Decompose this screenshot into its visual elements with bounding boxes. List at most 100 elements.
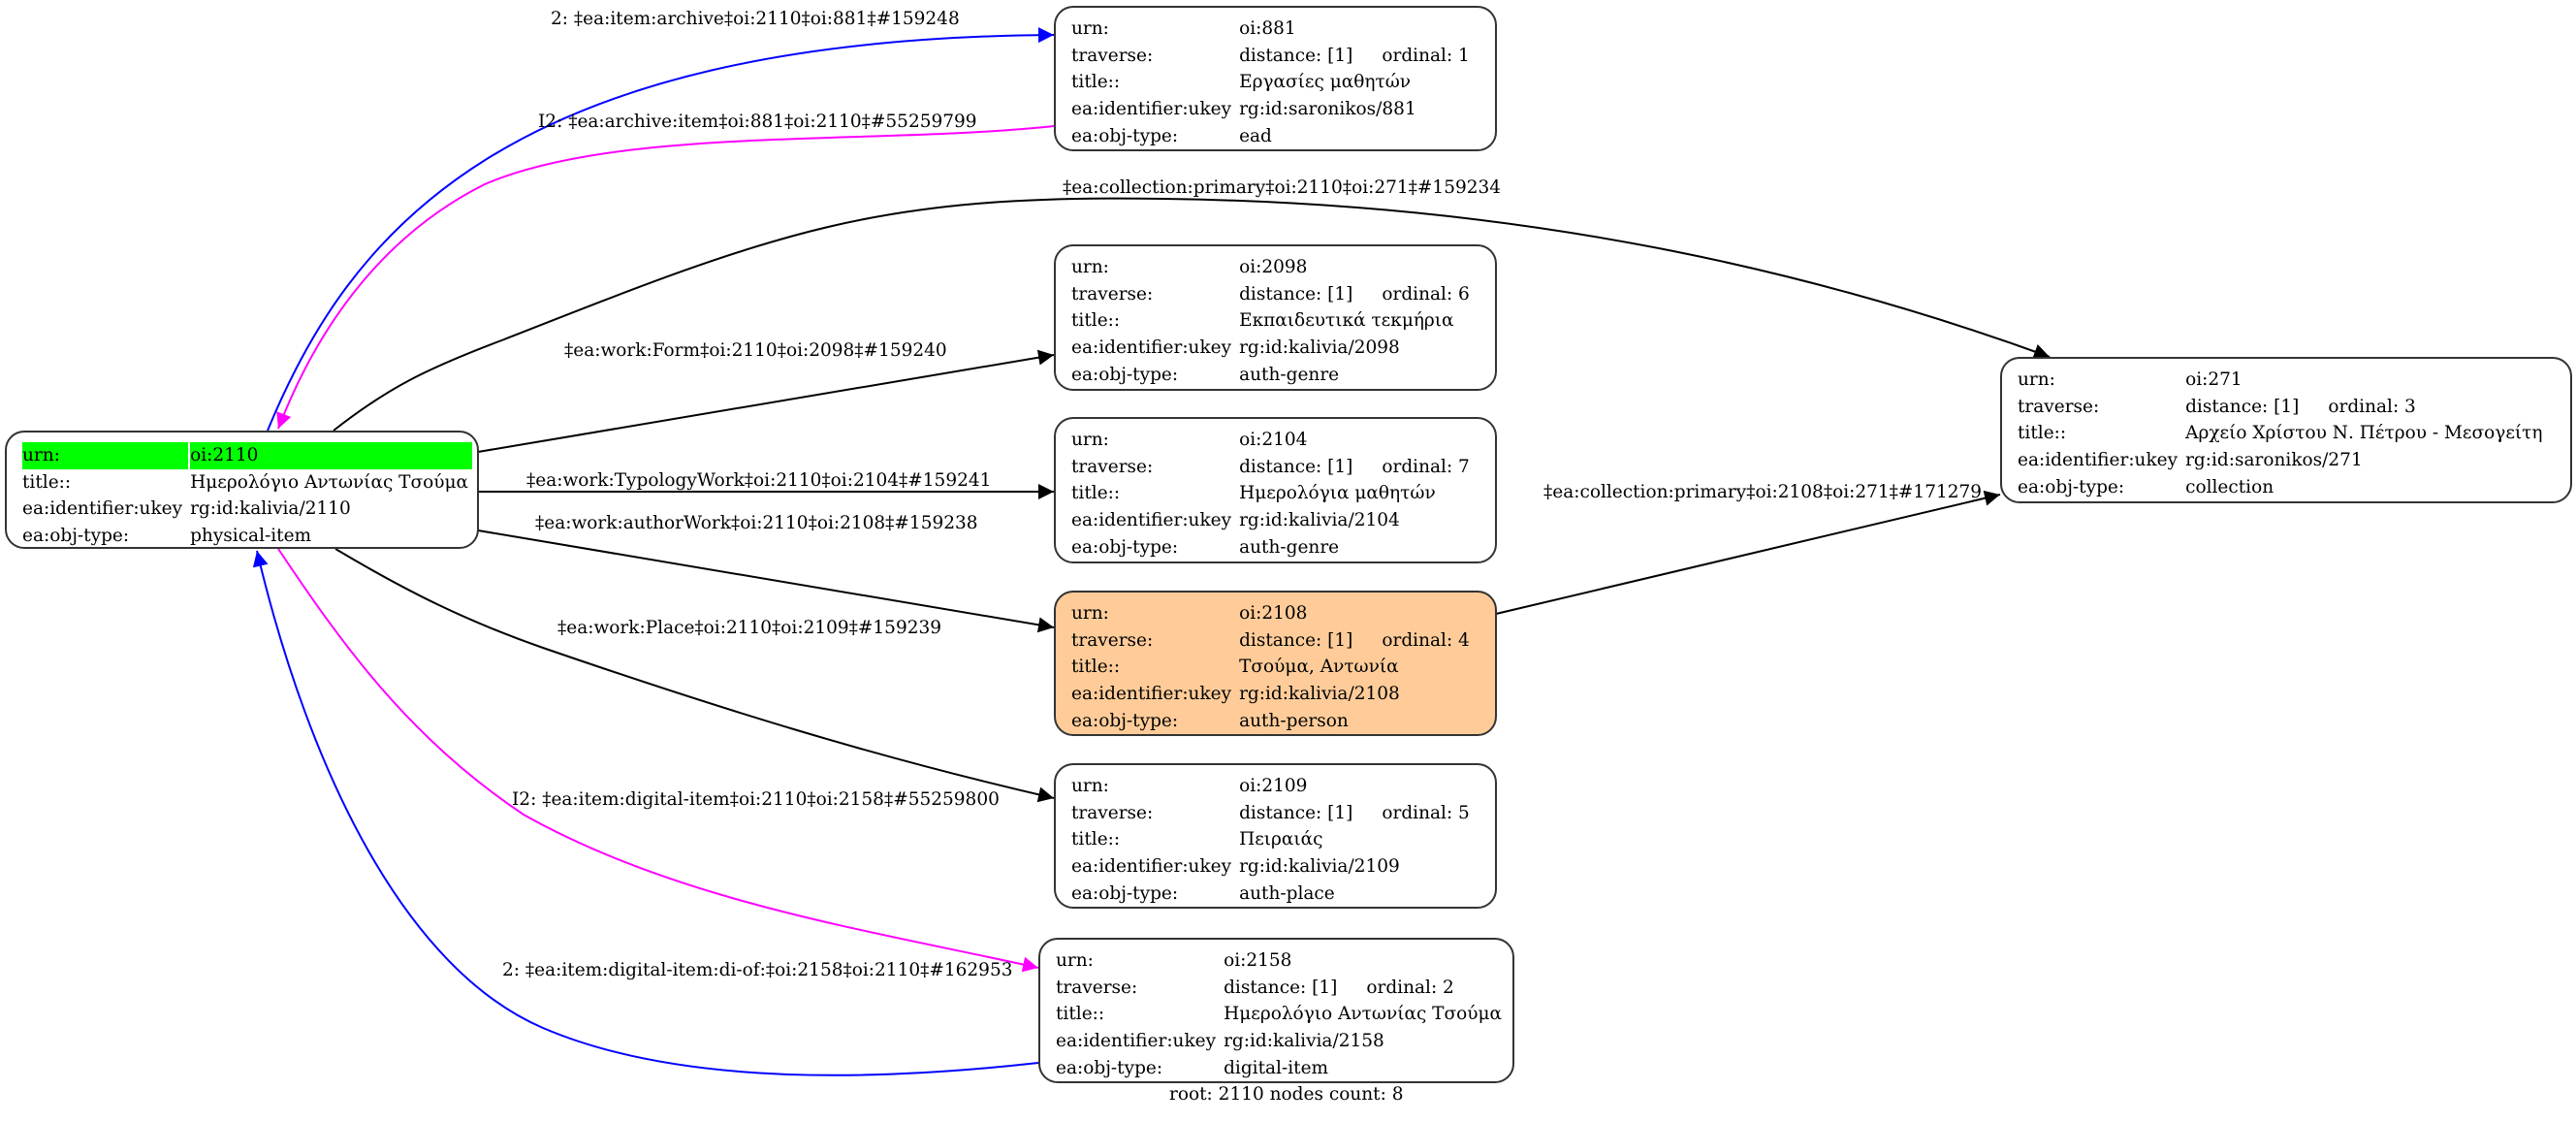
row-label-objtype: ea:obj-type: — [1071, 364, 1179, 385]
node-ukey: rg:id:kalivia/2104 — [1239, 510, 1400, 531]
node-title: Ημερολόγιο Αντωνίας Τσούμα — [1224, 1004, 1503, 1025]
node-title: Ημερολόγια μαθητών — [1239, 483, 1436, 504]
row-label-urn: urn: — [1071, 18, 1109, 39]
node-urn: oi:2098 — [1239, 257, 1308, 277]
node-objtype: auth-place — [1239, 882, 1335, 904]
row-label-title: title:: — [1071, 310, 1121, 332]
row-label-ukey: ea:identifier:ukey — [1071, 856, 1232, 878]
row-label-urn: urn: — [1056, 950, 1094, 971]
node-distance: distance: [1] — [1239, 45, 1353, 66]
node-ukey: rg:id:saronikos/271 — [2185, 450, 2363, 471]
edge-label: 2: ‡ea:item:digital-item:di-of:‡oi:2158‡… — [502, 960, 1013, 980]
node-ordinal: ordinal: 5 — [1382, 802, 1470, 823]
node-urn: oi:881 — [1239, 18, 1296, 39]
row-label-title: title:: — [1056, 1004, 1105, 1025]
node-objtype: collection — [2185, 476, 2274, 497]
row-label-traverse: traverse: — [1071, 802, 1154, 823]
edge-2158-to-2110 — [252, 550, 1039, 1076]
edge-label: 2: ‡ea:item:archive‡oi:2110‡oi:881‡#1592… — [551, 9, 960, 29]
node-2104[interactable]: urn:oi:2104 traverse:distance: [1]ordina… — [1054, 417, 1497, 563]
row-label-ukey: ea:identifier:ukey — [1071, 337, 1232, 359]
row-label-traverse: traverse: — [2018, 396, 2100, 417]
row-label-urn: urn: — [1071, 257, 1109, 277]
row-label-objtype: ea:obj-type: — [1071, 536, 1179, 558]
row-label-traverse: traverse: — [1071, 45, 1154, 66]
node-urn: oi:2158 — [1224, 950, 1292, 971]
node-distance: distance: [1] — [1224, 977, 1338, 998]
row-label-objtype: ea:obj-type: — [22, 526, 130, 547]
node-distance: distance: [1] — [1239, 283, 1353, 305]
row-label-ukey: ea:identifier:ukey — [2018, 450, 2178, 471]
edge-label: ‡ea:work:Place‡oi:2110‡oi:2109‡#159239 — [557, 618, 942, 638]
node-title: Εργασίες μαθητών — [1239, 72, 1412, 93]
row-label-urn: urn: — [1071, 430, 1109, 450]
row-label-traverse: traverse: — [1071, 283, 1154, 305]
node-root-2110[interactable]: urn: oi:2110 title::Ημερολόγιο Αντωνίας … — [5, 431, 479, 549]
node-ukey: rg:id:kalivia/2110 — [190, 498, 351, 520]
node-urn: oi:2104 — [1239, 430, 1308, 450]
edge-label: I2: ‡ea:archive:item‡oi:881‡oi:2110‡#552… — [538, 112, 977, 132]
row-label-ukey: ea:identifier:ukey — [1071, 684, 1232, 705]
row-label-traverse: traverse: — [1071, 456, 1154, 477]
edge-label: ‡ea:collection:primary‡oi:2110‡oi:271‡#1… — [1063, 177, 1502, 198]
edge-2110-to-2108 — [477, 529, 1055, 633]
node-2108[interactable]: urn:oi:2108 traverse:distance: [1]ordina… — [1054, 591, 1497, 736]
row-label-objtype: ea:obj-type: — [2018, 476, 2125, 497]
edge-label: I2: ‡ea:item:digital-item‡oi:2110‡oi:215… — [512, 789, 1000, 810]
row-label-title: title:: — [1071, 72, 1121, 93]
node-title: Τσούμα, Αντωνία — [1239, 657, 1399, 678]
row-label-objtype: ea:obj-type: — [1071, 710, 1179, 731]
node-2098[interactable]: urn:oi:2098 traverse:distance: [1]ordina… — [1054, 244, 1497, 391]
row-label-urn: urn: — [1071, 776, 1109, 796]
node-ukey: rg:id:saronikos/881 — [1239, 99, 1416, 120]
node-objtype: auth-genre — [1239, 536, 1340, 558]
node-urn: oi:2108 — [1239, 603, 1308, 624]
node-distance: distance: [1] — [1239, 802, 1353, 823]
node-urn: oi:2110 — [190, 442, 473, 469]
node-881[interactable]: urn:oi:881 traverse:distance: [1]ordinal… — [1054, 6, 1497, 151]
node-urn: oi:271 — [2185, 369, 2242, 390]
row-label-objtype: ea:obj-type: — [1071, 125, 1179, 146]
row-label-title: title:: — [22, 471, 72, 493]
node-title: Αρχείο Χρίστου Ν. Πέτρου - Μεσογείτη — [2185, 423, 2543, 444]
row-label-traverse: traverse: — [1056, 977, 1138, 998]
edge-2108-to-271 — [1495, 490, 2001, 615]
row-label-objtype: ea:obj-type: — [1056, 1057, 1163, 1078]
edge-881-to-2110 — [276, 125, 1055, 430]
row-label-title: title:: — [1071, 829, 1121, 850]
node-2158[interactable]: urn: oi:2158 traverse: distance: [1] ordina… — [1038, 938, 1514, 1083]
node-title: Ημερολόγιο Αντωνίας Τσούμα — [190, 471, 469, 493]
node-2109[interactable]: urn: oi:2109 traverse: distance: [1] ordina… — [1054, 763, 1497, 909]
row-label-ukey: ea:identifier:ukey — [1056, 1031, 1217, 1052]
edge-label: ‡ea:collection:primary‡oi:2108‡oi:271‡#1… — [1543, 482, 1983, 502]
node-ukey: rg:id:kalivia/2109 — [1239, 856, 1400, 878]
edge-2110-to-2109 — [334, 548, 1055, 803]
node-ordinal: ordinal: 3 — [2328, 396, 2416, 417]
node-ordinal: ordinal: 2 — [1366, 977, 1454, 998]
node-title: Εκπαιδευτικά τεκμήρια — [1239, 310, 1454, 332]
edge-2110-to-2158 — [277, 548, 1039, 973]
row-label-urn: urn: — [2018, 369, 2055, 390]
node-objtype: digital-item — [1224, 1057, 1329, 1078]
row-label-title: title:: — [1071, 657, 1121, 678]
node-distance: distance: [1] — [2185, 396, 2300, 417]
graph-footer: root: 2110 nodes count: 8 — [1169, 1084, 1404, 1105]
node-objtype: auth-person — [1239, 710, 1349, 731]
node-ukey: rg:id:kalivia/2158 — [1224, 1031, 1384, 1052]
node-title: Πειραιάς — [1239, 829, 1323, 850]
node-objtype: auth-genre — [1239, 364, 1340, 385]
node-271[interactable]: urn: oi:271 traverse: distance: [1] ordinal… — [2000, 357, 2572, 503]
node-distance: distance: [1] — [1239, 629, 1353, 651]
edge-2110-to-881 — [267, 27, 1055, 432]
edge-label: ‡ea:work:authorWork‡oi:2110‡oi:2108‡#159… — [535, 513, 978, 533]
edge-2110-to-271 — [333, 197, 2051, 432]
row-label-objtype: ea:obj-type: — [1071, 882, 1179, 904]
node-urn: oi:2109 — [1239, 776, 1308, 796]
row-label-ukey: ea:identifier:ukey — [22, 498, 183, 520]
row-label-title: title:: — [2018, 423, 2067, 444]
edge-2110-to-2098 — [477, 349, 1055, 453]
row-label-traverse: traverse: — [1071, 629, 1154, 651]
node-ordinal: ordinal: 4 — [1382, 629, 1470, 651]
node-distance: distance: [1] — [1239, 456, 1353, 477]
